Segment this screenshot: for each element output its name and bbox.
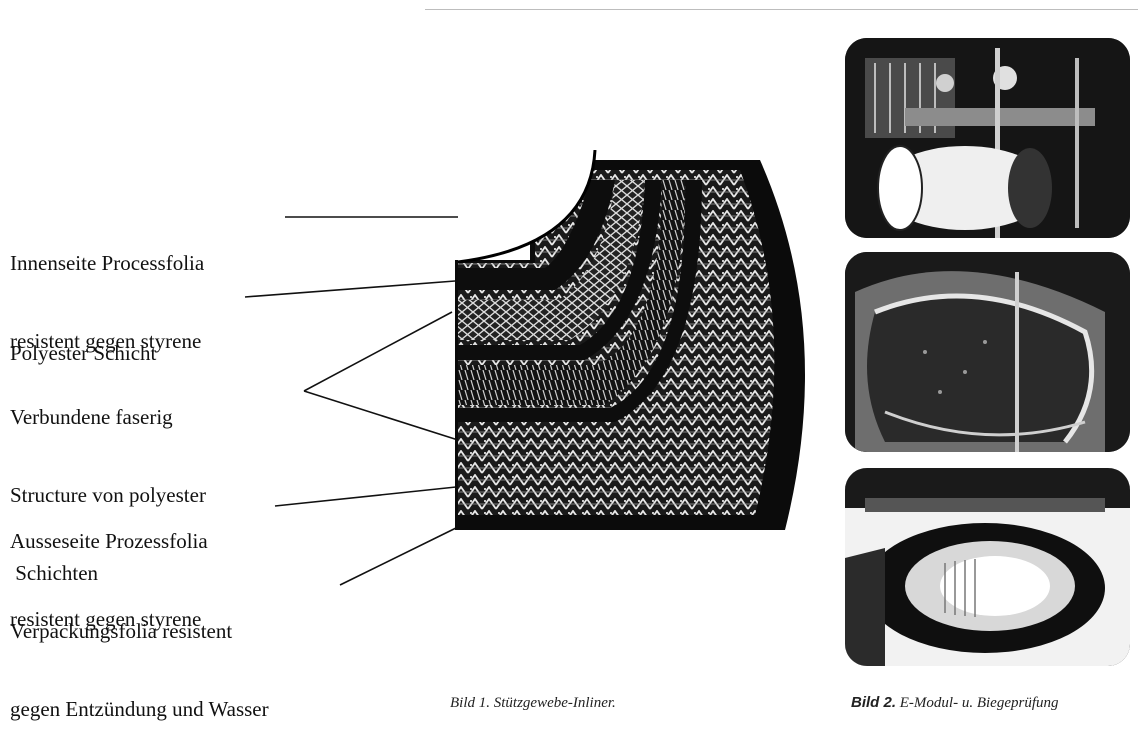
test-rig-photo-1: [845, 38, 1130, 238]
leader-fibrous-bottom: [304, 391, 458, 440]
liner-cross-section-figure: [440, 150, 840, 540]
caption-figure-2-text: E-Modul- u. Biegeprüfung: [896, 695, 1058, 711]
test-rig-photo-3: [845, 468, 1130, 666]
leader-outer: [275, 487, 456, 506]
caption-figure-2: Bild 2. E-Modul- u. Biegeprüfung: [851, 694, 1058, 712]
caption-figure-1-text: Bild 1. Stützgewebe-Inliner.: [450, 695, 616, 711]
leader-fibrous-top: [304, 312, 452, 391]
test-rig-photo-2: [845, 252, 1130, 452]
caption-figure-1: Bild 1. Stützgewebe-Inliner.: [450, 694, 616, 712]
caption-figure-2-prefix: Bild 2.: [851, 694, 896, 711]
leader-polyester: [245, 281, 455, 297]
